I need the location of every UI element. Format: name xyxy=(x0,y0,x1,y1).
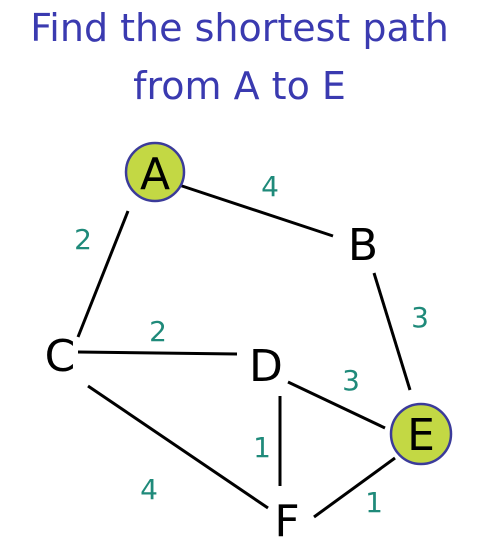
edge-c-d xyxy=(77,350,238,356)
node-a-highlight xyxy=(124,141,186,203)
node-d-label: D xyxy=(249,341,283,392)
node-e-highlight xyxy=(389,402,453,466)
edge-a-c xyxy=(76,210,130,338)
weight-a-b: 4 xyxy=(261,170,279,203)
node-b-label: B xyxy=(348,220,378,271)
weight-b-e: 3 xyxy=(411,301,429,334)
edge-a-b xyxy=(178,183,334,238)
weight-f-e: 1 xyxy=(365,486,383,519)
edge-f-e xyxy=(313,456,396,519)
node-c-label: C xyxy=(45,331,76,382)
weight-a-c: 2 xyxy=(74,223,92,256)
weight-c-d: 2 xyxy=(149,315,167,348)
weight-c-f: 4 xyxy=(140,473,158,506)
weight-d-f: 1 xyxy=(253,431,271,464)
node-e-label: E xyxy=(407,410,435,461)
weight-d-e: 3 xyxy=(342,364,360,397)
title-line-2: from A to E xyxy=(133,64,346,108)
title-line-1: Find the shortest path xyxy=(30,6,449,50)
node-a-label: A xyxy=(140,149,170,200)
edge-b-e xyxy=(372,272,412,391)
edge-d-e xyxy=(287,380,386,430)
node-f-label: F xyxy=(274,496,299,547)
edge-c-f xyxy=(87,384,269,510)
